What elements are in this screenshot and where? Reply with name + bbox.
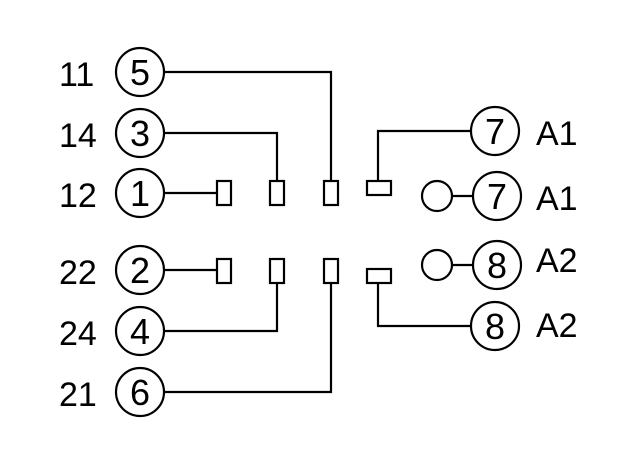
pin-number: 1 <box>130 173 150 214</box>
pin-circle <box>469 105 521 157</box>
terminal-label: A1 <box>536 115 578 153</box>
pin-number: 7 <box>485 111 505 152</box>
pin-number: 2 <box>130 250 150 291</box>
pin-number: 8 <box>487 245 507 286</box>
contact-pad-1 <box>215 179 233 207</box>
wire-a1-upper <box>376 129 471 181</box>
pin-circle <box>471 239 523 291</box>
contact-pad-6 <box>322 257 340 285</box>
coil-terminal-a1 <box>420 179 454 213</box>
wire-14-3 <box>163 131 279 181</box>
contact-pad-2 <box>215 257 233 285</box>
wire-11-5 <box>163 70 333 181</box>
pin-circle <box>114 305 166 357</box>
pin-number: 4 <box>130 311 150 352</box>
wire-a2-lower <box>376 283 471 328</box>
terminal-21: 21 6 <box>59 366 166 418</box>
pin-circle <box>471 170 523 222</box>
wires <box>163 70 473 394</box>
terminal-label: 24 <box>59 315 97 353</box>
coil-pad-8 <box>365 267 393 285</box>
terminal-label: A2 <box>536 307 578 345</box>
terminal-label: 11 <box>59 56 94 94</box>
terminal-22: 22 2 <box>59 244 166 296</box>
terminal-a1-lower: 7 A1 <box>471 170 578 222</box>
terminal-24: 24 4 <box>59 305 166 357</box>
pin-circle <box>469 300 521 352</box>
contact-pad-4 <box>268 257 286 285</box>
terminal-a1-upper: 7 A1 <box>469 105 578 157</box>
terminal-label: A2 <box>536 242 578 280</box>
terminal-label: 12 <box>59 177 97 215</box>
pin-number: 7 <box>487 176 507 217</box>
terminal-12: 12 1 <box>59 167 166 219</box>
coil-pad-7 <box>365 179 393 197</box>
wire-21-6 <box>163 283 333 394</box>
terminal-11: 11 5 <box>59 46 166 98</box>
pin-number: 6 <box>130 372 150 413</box>
pin-circle <box>114 366 166 418</box>
terminal-label: 14 <box>59 117 97 155</box>
terminal-a2-upper: 8 A2 <box>471 239 578 291</box>
terminal-a2-lower: 8 A2 <box>469 300 578 352</box>
coil-terminal-a2 <box>420 248 454 282</box>
wire-24-4 <box>163 283 279 333</box>
pin-number: 3 <box>130 113 150 154</box>
pin-circle <box>114 244 166 296</box>
pin-circle <box>114 107 166 159</box>
terminal-label: 22 <box>59 254 97 292</box>
contact-pad-3 <box>268 179 286 207</box>
pin-number: 5 <box>130 52 150 93</box>
contact-pad-5 <box>322 179 340 207</box>
pin-circle <box>114 167 166 219</box>
terminal-label: 21 <box>59 376 97 414</box>
terminal-label: A1 <box>536 180 578 218</box>
pin-number: 8 <box>485 306 505 347</box>
terminal-14: 14 3 <box>59 107 166 159</box>
pin-circle <box>114 46 166 98</box>
contact-pads <box>215 179 393 285</box>
